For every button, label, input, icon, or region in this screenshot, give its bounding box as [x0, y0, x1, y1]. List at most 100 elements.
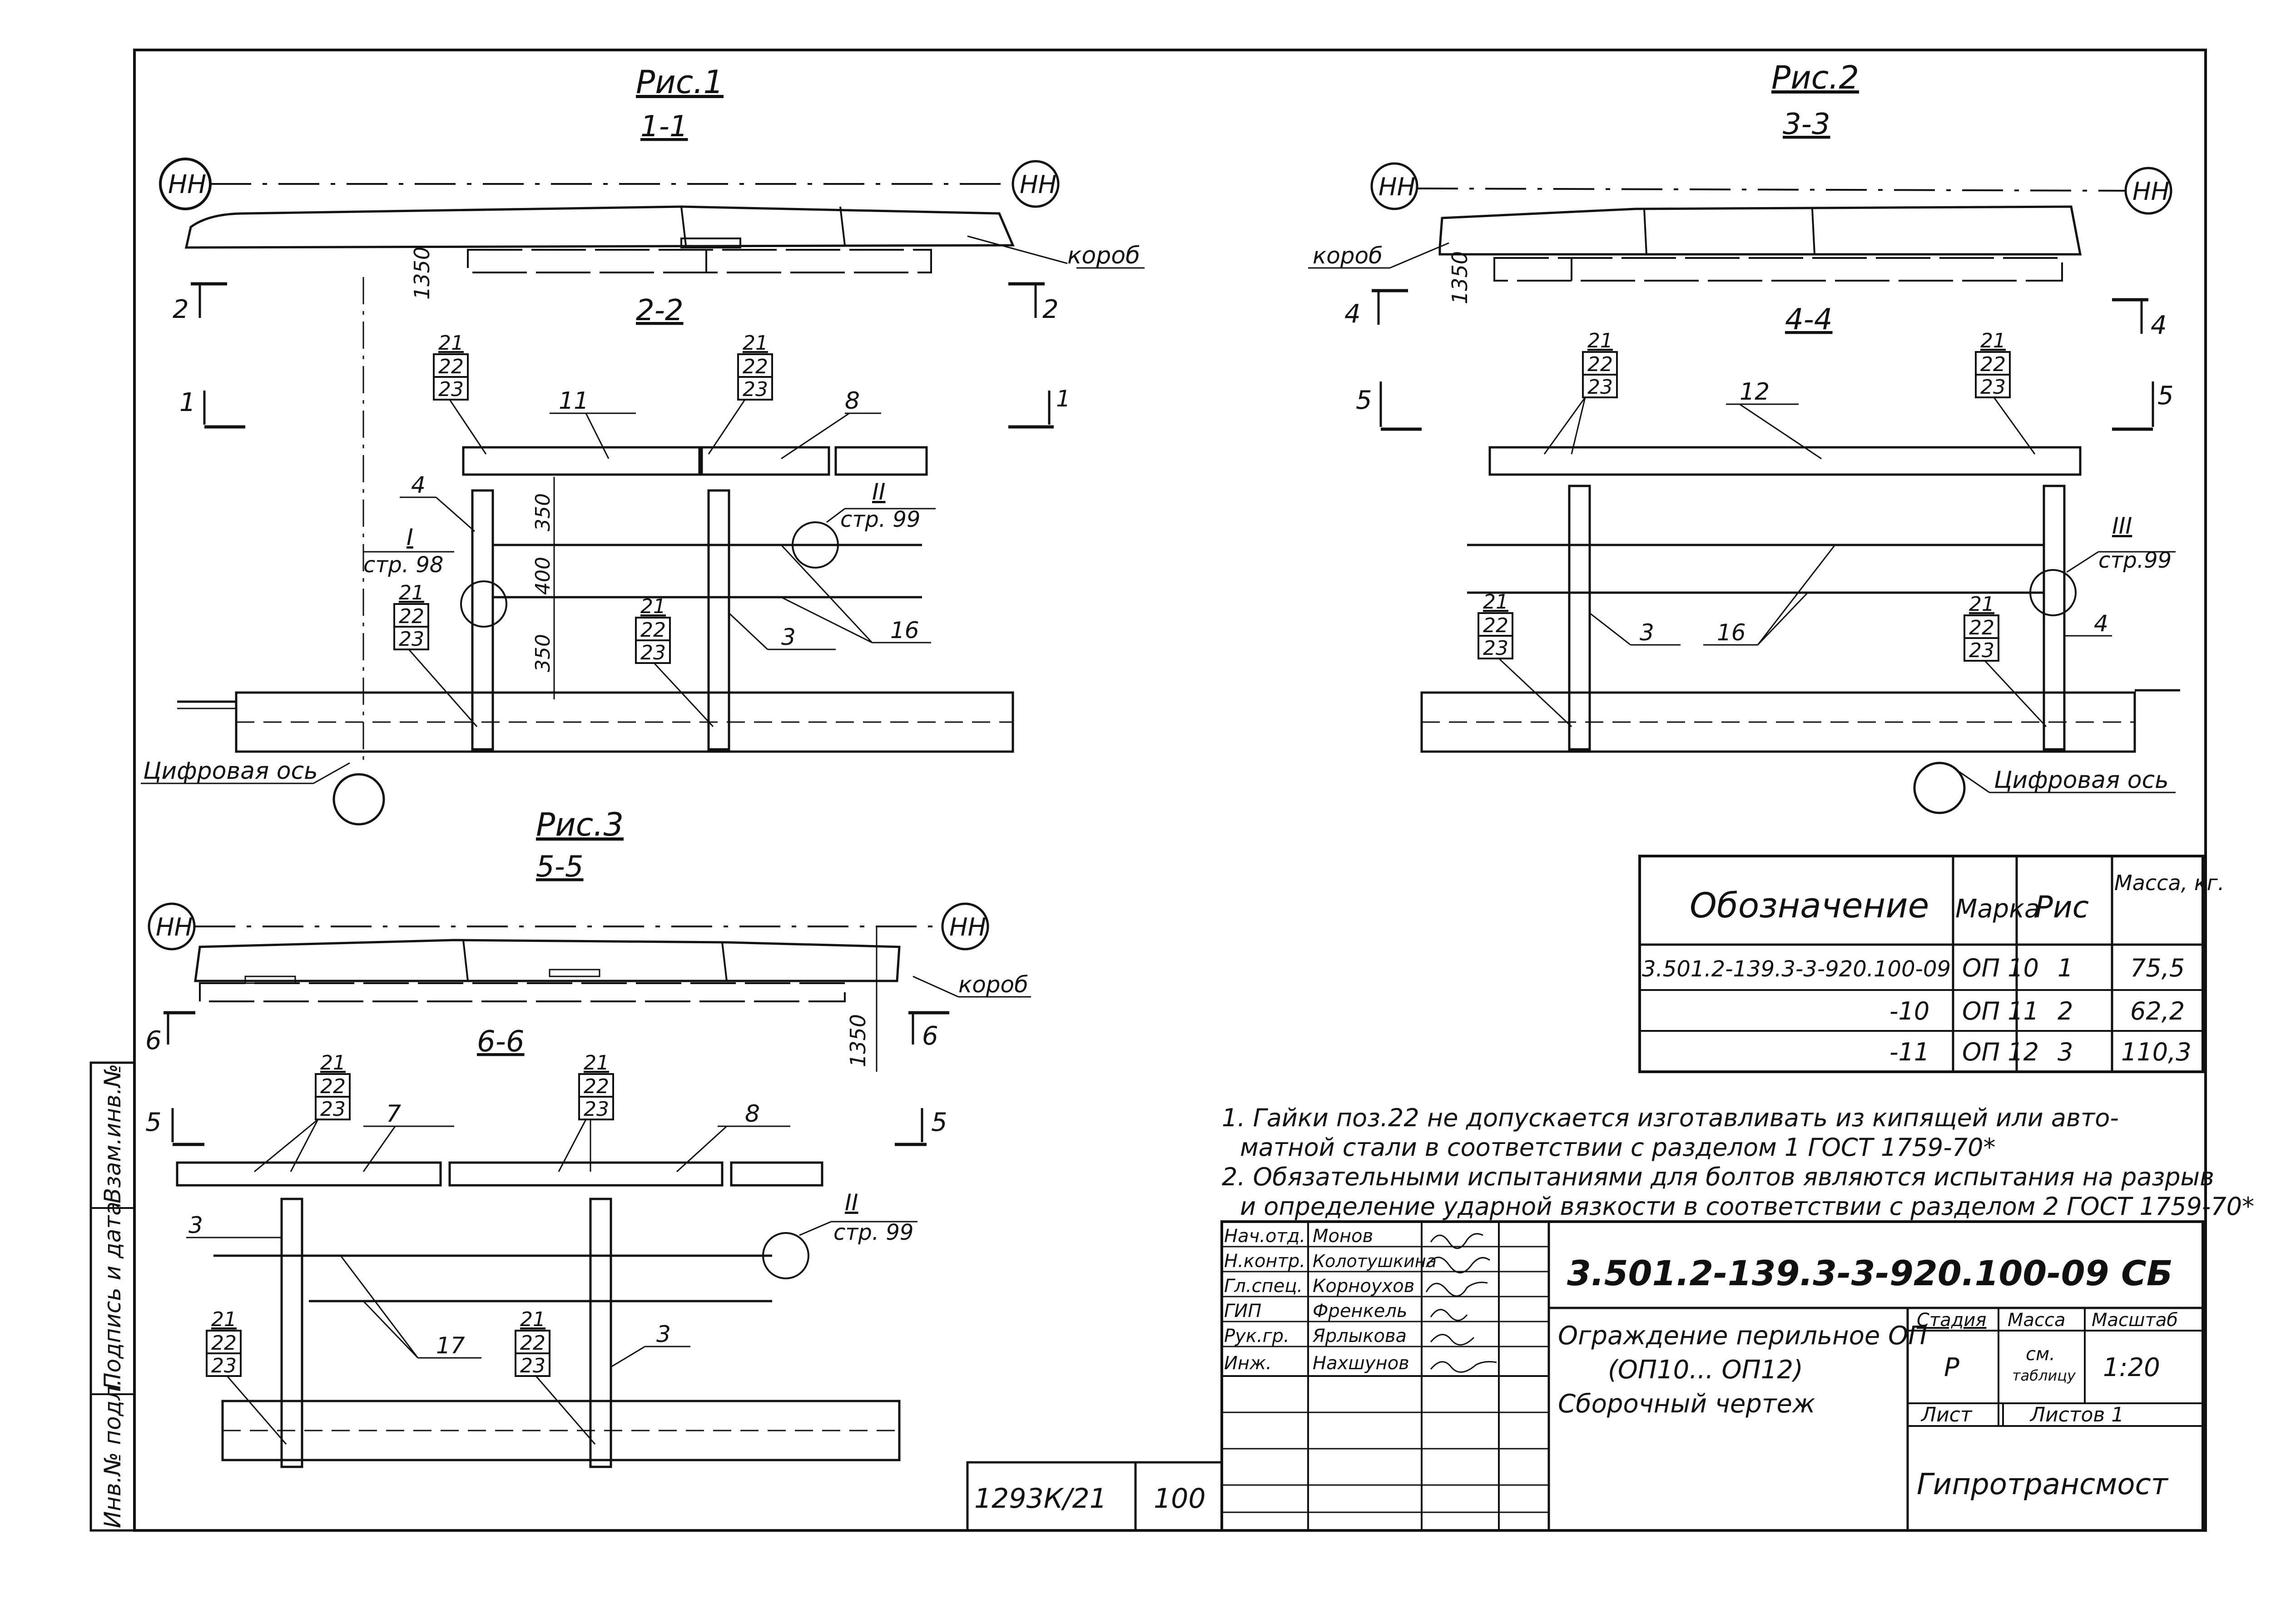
- svg-text:ОП 12: ОП 12: [1962, 1038, 2039, 1066]
- svg-text:21: 21: [743, 332, 768, 355]
- fig1-detail-II-page: стр. 99: [840, 507, 920, 532]
- svg-text:110,3: 110,3: [2121, 1038, 2192, 1066]
- svg-text:ОП 11: ОП 11: [1962, 997, 2039, 1025]
- fig2-axis-label: Цифровая ось: [1994, 767, 2169, 794]
- fig2-box-label: короб: [1313, 243, 1383, 269]
- svg-text:Френкель: Френкель: [1313, 1301, 1408, 1322]
- fig1-dim-350b: 350: [531, 634, 555, 672]
- scale-value: 1:20: [2103, 1353, 2160, 1382]
- figure-1: Рис.1 1-1 НН НН короб 1350 2 2 2-2 1 1: [141, 64, 1145, 826]
- svg-text:23: 23: [320, 1098, 346, 1121]
- fig1-bolt-tag-b: 21 22 23: [708, 332, 773, 455]
- fig2-top-rail-12: [1488, 446, 2082, 476]
- fig2-bolt-tag-a: 21 22 23: [1543, 329, 1618, 455]
- fig1-axis-right: НН: [1020, 170, 1056, 199]
- svg-text:23: 23: [1587, 376, 1613, 399]
- fig3-pos-7: 7: [386, 1100, 401, 1128]
- stage-label: Стадия: [1917, 1310, 1986, 1331]
- svg-text:21: 21: [640, 595, 666, 618]
- fig3-pos-8: 8: [745, 1100, 760, 1128]
- fig1-section-top: 1-1: [640, 110, 688, 144]
- fig3-bolt-tag-d: 21 22 23: [515, 1308, 596, 1445]
- spec-header-fig: Рис: [2035, 890, 2089, 925]
- fig1-detail-I: I: [407, 524, 413, 550]
- page-number: 100: [1154, 1483, 1206, 1515]
- fig1-axis-left: НН: [168, 170, 206, 199]
- fig3-pos-17: 17: [436, 1332, 465, 1359]
- spec-header-mass: Масса, кг.: [2114, 871, 2224, 895]
- fig3-rail-plan: [199, 982, 846, 1002]
- svg-text:23: 23: [438, 378, 464, 401]
- fig1-axis-label: Цифровая ось: [143, 758, 318, 785]
- figure-2: Рис.2 3-3 НН НН короб 1350 4 4 4-4 5 5 2…: [1308, 59, 2180, 814]
- stage-value: Р: [1944, 1353, 1959, 1382]
- fig1-cut2-right: 2: [1042, 295, 1059, 324]
- archive-number: 1293К/21: [974, 1483, 1107, 1515]
- document-name-3: Сборочный чертеж: [1558, 1389, 1815, 1419]
- fig3-section-top: 5-5: [536, 850, 584, 884]
- svg-text:22: 22: [743, 355, 768, 378]
- sheets-label: Листов 1: [2029, 1403, 2124, 1426]
- fig2-bolt-tag-c: 21 22 23: [1478, 590, 1572, 728]
- svg-text:Н.контр.: Н.контр.: [1224, 1251, 1305, 1272]
- organization: Гипротрансмост: [1917, 1468, 2169, 1501]
- fig3-detail-II-page: стр. 99: [833, 1220, 913, 1245]
- svg-text:Нач.отд.: Нач.отд.: [1224, 1226, 1305, 1247]
- svg-text:22: 22: [1969, 616, 1994, 639]
- fig1-digital-axis-marker: [332, 773, 385, 826]
- note-1a: 1. Гайки поз.22 не допускается изготавли…: [1222, 1104, 2119, 1132]
- svg-text:23: 23: [520, 1354, 545, 1377]
- staff-row-3: Гл.спец. Корноухов: [1224, 1276, 1414, 1297]
- fig3-detail-II: II: [845, 1189, 858, 1216]
- fig2-digital-axis-marker: [1913, 762, 1966, 814]
- svg-text:22: 22: [1483, 614, 1508, 637]
- fig3-section-bottom: 6-6: [477, 1025, 525, 1059]
- fig3-bolt-tag-b: 21 22 23: [558, 1051, 614, 1172]
- fig3-pos-3a: 3: [188, 1212, 203, 1238]
- svg-text:ОП 10: ОП 10: [1962, 954, 2039, 982]
- fig1-bolt-tag-a: 21 22 23: [433, 332, 487, 455]
- fig2-post-left: [1568, 485, 1591, 751]
- fig1-bolt-tag-d: 21 22 23: [635, 595, 714, 728]
- fig2-axis-right: НН: [2132, 177, 2169, 206]
- fig3-title: Рис.3: [536, 806, 624, 843]
- note-2b: и определение ударной вязкости в соответ…: [1240, 1192, 2254, 1221]
- fig3-cut5-left: 5: [145, 1108, 162, 1137]
- svg-text:Корноухов: Корноухов: [1313, 1276, 1414, 1297]
- svg-text:23: 23: [584, 1098, 609, 1121]
- fig1-post-left: [471, 489, 494, 751]
- fig2-pos-3: 3: [1640, 619, 1654, 646]
- scale-label: Масштаб: [2092, 1310, 2178, 1331]
- fig3-top-rail-8: [448, 1161, 724, 1187]
- fig1-top-rail-11: [462, 446, 701, 476]
- svg-text:ГИП: ГИП: [1224, 1301, 1261, 1322]
- svg-text:Инж.: Инж.: [1224, 1353, 1272, 1374]
- svg-text:3.501.2-139.3-3-920.100-09: 3.501.2-139.3-3-920.100-09: [1642, 956, 1951, 982]
- svg-text:1: 1: [2058, 954, 2073, 982]
- svg-text:21: 21: [1980, 329, 2006, 352]
- svg-text:Рук.гр.: Рук.гр.: [1224, 1326, 1289, 1347]
- fig2-detail-III: III: [2112, 513, 2132, 539]
- fig2-cut4-right: 4: [2151, 311, 2167, 340]
- spec-table: Обозначение Марка Рис Масса, кг. 3.501.2…: [1638, 855, 2224, 1073]
- fig3-bolt-tag-c: 21 22 23: [206, 1308, 287, 1445]
- svg-text:75,5: 75,5: [2130, 954, 2185, 982]
- fig1-box-label: короб: [1067, 242, 1140, 269]
- fig2-detail-III-marker: [2029, 569, 2077, 616]
- stamp-inv-no: Инв.№ подл.: [99, 1379, 126, 1528]
- fig1-cut1-right: 1: [1056, 386, 1071, 412]
- fig2-pos-12: 12: [1740, 378, 1770, 406]
- fig2-box-outline: [1438, 205, 2082, 256]
- signatures: [1425, 1233, 1497, 1373]
- fig3-post-left: [280, 1198, 303, 1468]
- fig1-pos-16: 16: [890, 617, 919, 644]
- fig3-cut5-right: 5: [931, 1108, 947, 1137]
- fig1-detail-I-page: стр. 98: [363, 552, 443, 578]
- svg-text:62,2: 62,2: [2130, 997, 2185, 1025]
- svg-text:Нахшунов: Нахшунов: [1313, 1353, 1409, 1374]
- svg-text:21: 21: [520, 1308, 545, 1331]
- fig3-detail-II-marker: [762, 1232, 809, 1279]
- fig1-dim-400: 400: [531, 557, 555, 595]
- svg-text:22: 22: [640, 619, 666, 642]
